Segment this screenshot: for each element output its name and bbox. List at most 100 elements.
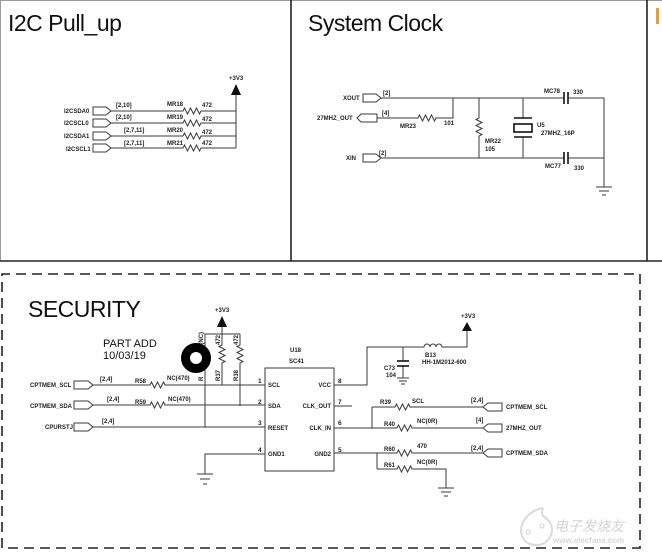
resistor-value: 472 (202, 130, 213, 136)
page-ref: [2,7,11] (124, 128, 144, 134)
r38-value: 472 (234, 334, 240, 345)
port-connector-icon (92, 143, 112, 153)
part-add-date: 10/03/19 (103, 350, 146, 362)
watermark-brand: 电子发烧友 (554, 519, 626, 535)
ground-icon (438, 487, 454, 497)
net-label-xout: XOUT (343, 96, 360, 102)
r57-ref: R (199, 376, 205, 381)
resistor-value: SCL (412, 399, 424, 405)
resistor-ref: MR20 (167, 128, 184, 134)
port-connector-icon (73, 400, 94, 410)
resistor-ref: R61 (384, 463, 396, 469)
page-ref: [2,4] (471, 446, 483, 452)
r37-ref: R37 (216, 369, 222, 381)
pin-name: SDA (268, 404, 281, 410)
net-label: 27MHZ_OUT (506, 426, 542, 432)
net-label: CPURSTJ (45, 425, 73, 431)
security-right-net: R39 SCL [2,4] CPTMEM_SCL (372, 398, 548, 412)
resistor-wire (111, 131, 236, 141)
security-left-net: CPURSTJ [2,4] (45, 419, 265, 432)
chip-body (264, 367, 335, 472)
pin-number: 1 (258, 378, 262, 385)
resistor-ref: MR18 (167, 102, 184, 108)
security-section: SECURITY PART ADD 10/03/19 +3V3 472 472 … (28, 296, 549, 497)
resistor-ref: R40 (384, 422, 396, 428)
watermark: 电子发烧友 www.elecfans.com (520, 507, 626, 547)
r37-resistor (217, 334, 227, 385)
power-label-3v3: +3V3 (461, 314, 476, 320)
resistor-wire (111, 143, 236, 153)
power-label-3v3: +3V3 (229, 76, 244, 82)
system-clock-section: System Clock XOUT [2] MC78 330 27MHZ_OUT… (308, 10, 612, 196)
resistor-ref: R59 (135, 400, 147, 406)
resistor-ref: MR19 (167, 115, 184, 121)
pin-name: GND2 (314, 452, 331, 458)
mr22-value: 105 (485, 147, 496, 153)
crystal-u5: U5 27MHZ_16P (513, 98, 575, 158)
mr23-value: 101 (444, 121, 455, 127)
port-connector-icon (362, 153, 382, 163)
mr23-ref: MR23 (400, 124, 417, 130)
mr22-resistor (474, 98, 484, 158)
ground-icon (197, 473, 213, 485)
page-ref: [2,4] (102, 419, 114, 425)
inductor-ref: B13 (425, 353, 437, 359)
pin-name: CLK_IN (309, 426, 331, 432)
i2c-pullup-title: I2C Pull_up (8, 10, 121, 36)
pin-number: 5 (338, 447, 342, 454)
r60-wire (377, 448, 483, 458)
resistor-value: NC(0R) (417, 419, 437, 425)
port-connector-icon (356, 113, 378, 123)
part-add-note: PART ADD (103, 338, 157, 350)
pin-number: 3 (258, 420, 262, 427)
vcc-wire-inductor (334, 330, 468, 386)
net-label-xin: XIN (346, 156, 356, 162)
resistor-ref: R58 (135, 379, 147, 385)
net-label-27mhz-out: 27MHZ_OUT (317, 116, 353, 122)
r59-wire (93, 400, 265, 410)
power-arrow-icon (217, 316, 227, 327)
pin-name: SCL (268, 383, 280, 389)
r40-wire (372, 423, 483, 433)
security-dashed-box (1, 273, 641, 549)
r39-wire (372, 402, 483, 412)
resistor-wire (111, 118, 236, 128)
resistor-ref: R60 (384, 447, 396, 453)
i2c-row: I2CSCL0 [2,10] MR19 472 (64, 115, 236, 128)
chip-part: SC41 (289, 359, 305, 365)
pullup-rail (205, 327, 240, 335)
mr22-ref: MR22 (485, 139, 502, 145)
port-connector-icon (73, 422, 94, 432)
page-ref: [2,10] (116, 103, 132, 109)
page-ref: [2,10] (116, 115, 132, 121)
chip-u18: U18 SC41 1 2 3 4 SCL SDA RESET GND1 VCC … (258, 348, 342, 472)
pin-number: 8 (338, 378, 342, 385)
chip-ref: U18 (290, 348, 302, 354)
pin-name: VCC (318, 383, 331, 389)
pin-name: RESET (268, 426, 288, 432)
net-label: CPTMEM_SDA (30, 404, 73, 410)
watermark-logo-icon (520, 507, 553, 547)
net-label: I2CSCL1 (66, 147, 91, 153)
revision-marker-icon (181, 343, 211, 373)
pin-name: GND1 (268, 452, 285, 458)
port-connector-icon (92, 118, 112, 128)
mc78-ref: MC78 (544, 89, 561, 95)
page-ref: [2] (379, 151, 386, 157)
r38-resistor (235, 334, 245, 406)
pin-number: 6 (338, 420, 342, 427)
mc77-ref: MC77 (545, 164, 562, 170)
r58-wire (93, 380, 265, 390)
pin-number: 4 (258, 447, 262, 454)
security-right-net: R60 470 [2,4] CPTMEM_SDA (377, 444, 549, 458)
i2c-row: I2CSDA1 [2,7,11] MR20 472 (64, 128, 236, 141)
ground-icon (596, 186, 612, 196)
r57-value: 2(NC) (199, 332, 205, 348)
port-connector-icon (92, 106, 112, 116)
page-ref: [2,4] (471, 398, 483, 404)
resistor-value: 472 (202, 117, 213, 123)
page-ref: [4] (476, 418, 483, 424)
page-ref: [4] (382, 111, 389, 117)
resistor-wire (111, 106, 236, 116)
